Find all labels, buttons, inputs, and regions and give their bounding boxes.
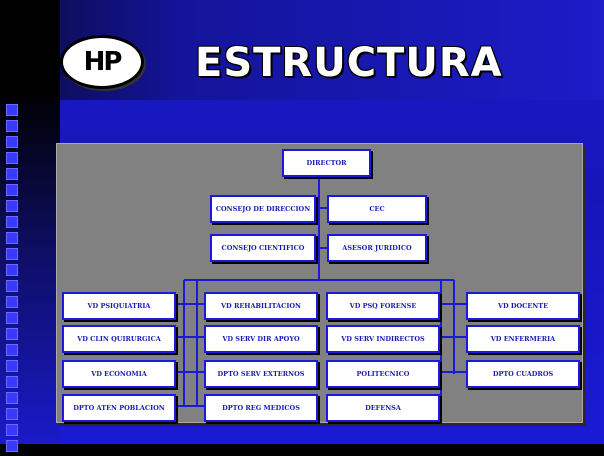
box-vd-docente: VD DOCENTE <box>466 292 580 320</box>
decorative-squares <box>6 104 20 456</box>
connector-lines <box>174 174 466 407</box>
box-defensa: DEFENSA <box>326 394 440 422</box>
box-politecnico: POLITECNICO <box>326 360 440 388</box>
box-dpto-aten-poblacion: DPTO ATEN POBLACION <box>62 394 176 422</box>
box-vd-economia: VD ECONOMIA <box>62 360 176 388</box>
box-asesor-juridico: ASESOR JURIDICO <box>327 234 427 262</box>
box-vd-serv-dir-apoyo: VD SERV DIR APOYO <box>204 325 318 353</box>
org-chart-panel: DIRECTOR CONSEJO DE DIRECCION CEC CONSEJ… <box>56 143 583 423</box>
box-dpto-reg-medicos: DPTO REG MEDICOS <box>204 394 318 422</box>
box-vd-enfermeria: VD ENFERMERIA <box>466 325 580 353</box>
box-vd-psq-forense: VD PSQ FORENSE <box>326 292 440 320</box>
box-vd-psiquiatria: VD PSIQUIATRIA <box>62 292 176 320</box>
box-director: DIRECTOR <box>282 149 371 177</box>
box-dpto-serv-externos: DPTO SERV EXTERNOS <box>204 360 318 388</box>
hp-logo: HP <box>60 35 144 89</box>
box-consejo-direccion: CONSEJO DE DIRECCION <box>210 195 316 223</box>
logo-text: HP <box>83 47 123 77</box>
box-cec: CEC <box>327 195 427 223</box>
box-vd-rehabilitacion: VD REHABILITACION <box>204 292 318 320</box>
box-vd-clin-quirurgica: VD CLIN QUIRURGICA <box>62 325 176 353</box>
slide-title: ESTRUCTURA <box>195 40 503 86</box>
box-dpto-cuadros: DPTO CUADROS <box>466 360 580 388</box>
box-vd-serv-indirectos: VD SERV INDIRECTOS <box>326 325 440 353</box>
box-consejo-cientifico: CONSEJO CIENTIFICO <box>210 234 316 262</box>
